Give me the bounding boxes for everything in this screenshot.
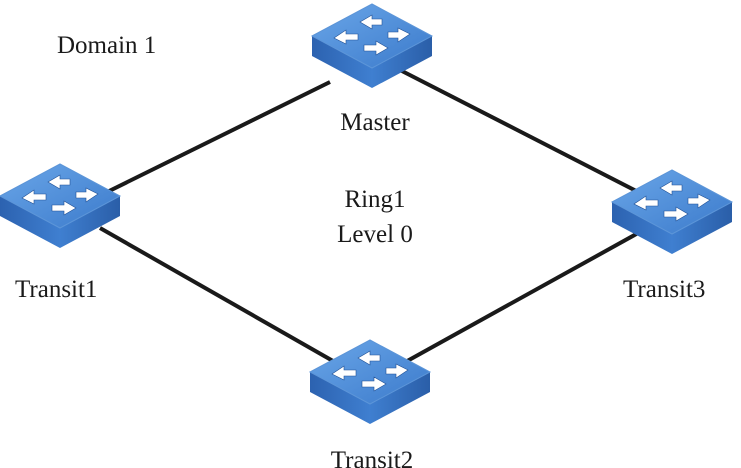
domain-label: Domain 1	[57, 32, 157, 59]
switch-icon-transit3	[611, 169, 733, 255]
node-label-transit1: Transit1	[15, 276, 98, 303]
link-master-transit1	[94, 80, 331, 200]
level-label: Level 0	[337, 221, 413, 248]
link-transit2-transit3	[399, 230, 641, 367]
link-transit1-transit2	[99, 226, 341, 367]
switch-icon-transit1	[0, 163, 121, 249]
node-label-transit3: Transit3	[623, 276, 706, 303]
switch-icon-transit2	[309, 339, 431, 425]
node-label-master: Master	[340, 109, 410, 136]
switch-icon-master	[311, 3, 433, 89]
link-master-transit3	[399, 68, 651, 200]
node-label-transit2: Transit2	[330, 447, 414, 468]
ring-label: Ring1	[344, 186, 406, 213]
